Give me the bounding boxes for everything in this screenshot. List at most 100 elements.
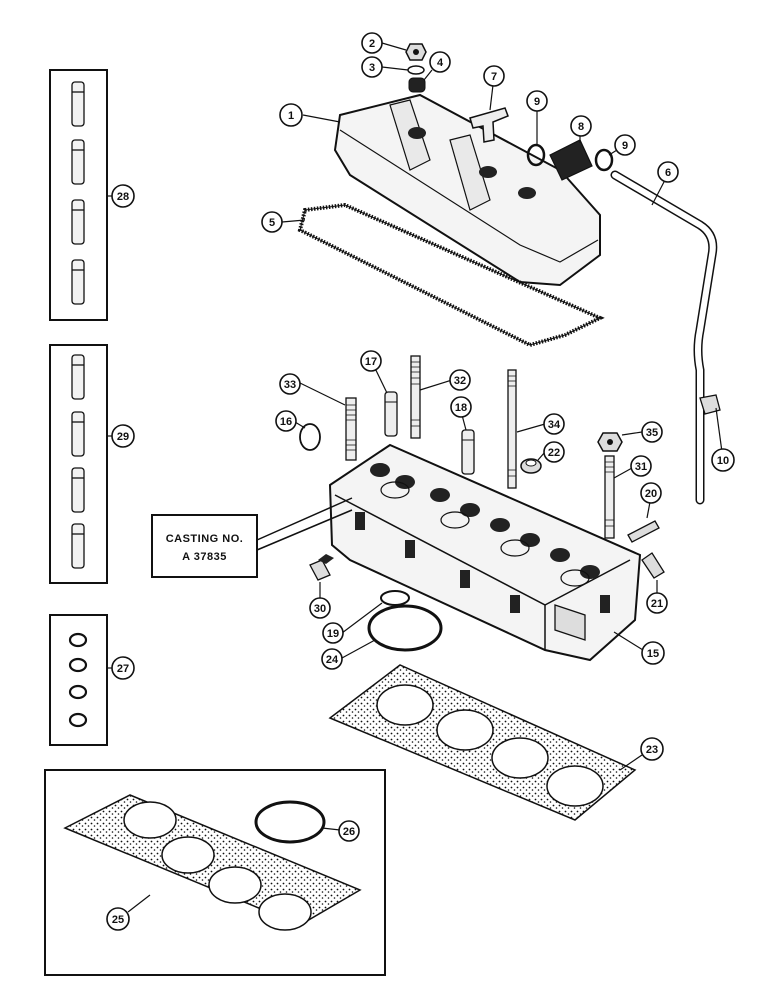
- svg-text:30: 30: [314, 603, 326, 615]
- stud-34: [507, 369, 517, 489]
- casting-number-label: CASTING NO. A 37835: [151, 514, 258, 578]
- breather-tube-6: [610, 170, 718, 505]
- callout-1: 1: [279, 103, 303, 127]
- head-gasket-23: [328, 664, 637, 821]
- callout-2: 2: [361, 32, 383, 54]
- svg-text:9: 9: [622, 140, 628, 152]
- hose-clamp-9b: [594, 148, 614, 172]
- valve-cover-1: [333, 93, 601, 287]
- svg-text:31: 31: [635, 461, 647, 473]
- seal-ring-19: [380, 590, 410, 606]
- callout-19: 19: [322, 622, 344, 644]
- callout-32: 32: [449, 369, 471, 391]
- svg-text:34: 34: [548, 419, 561, 431]
- callout-15: 15: [641, 641, 665, 665]
- nut-2: [405, 43, 427, 61]
- callout-23: 23: [640, 737, 664, 761]
- o-ring-16: [299, 423, 321, 451]
- breather-tee-7: [469, 107, 509, 143]
- valve-seal-set-27: [68, 632, 88, 728]
- callout-29: 29: [111, 424, 135, 448]
- callout-8: 8: [570, 115, 592, 137]
- svg-text:8: 8: [578, 121, 584, 133]
- seal-22: [520, 458, 542, 474]
- breather-hose-8: [549, 139, 593, 181]
- callouts: 1 2 3 4 5 6 7 8 9 9 10 15 16 17 18 19 20…: [106, 32, 735, 931]
- svg-text:33: 33: [284, 379, 296, 391]
- svg-text:15: 15: [647, 648, 659, 660]
- svg-text:4: 4: [437, 57, 444, 69]
- svg-text:5: 5: [269, 217, 275, 229]
- callout-20: 20: [640, 482, 662, 504]
- callout-25: 25: [106, 907, 130, 931]
- valve-guide-set-29: [71, 354, 85, 569]
- inset-box-27: [49, 614, 108, 746]
- svg-text:25: 25: [112, 914, 124, 926]
- callout-3: 3: [361, 56, 383, 78]
- valve-guide-18: [461, 429, 475, 475]
- stud-21: [641, 552, 665, 579]
- o-ring-24: [367, 604, 443, 652]
- valve-guide-17: [384, 391, 398, 437]
- svg-text:7: 7: [491, 71, 497, 83]
- svg-text:35: 35: [646, 427, 658, 439]
- valve-guide-set-28: [71, 81, 85, 305]
- svg-text:2: 2: [369, 38, 375, 50]
- callout-34: 34: [543, 413, 565, 435]
- callout-24: 24: [321, 648, 343, 670]
- cylinder-head-15: [328, 443, 642, 662]
- svg-text:6: 6: [665, 167, 671, 179]
- callout-9a: 9: [526, 90, 548, 112]
- o-ring-26: [254, 800, 326, 844]
- cover-gasket-5: [297, 202, 605, 348]
- grommet-4: [408, 77, 426, 93]
- hose-clamp-9a: [526, 143, 546, 167]
- inset-box-28: [49, 69, 108, 321]
- inset-box-29: [49, 344, 108, 584]
- callout-9b: 9: [614, 134, 636, 156]
- stud-31: [604, 455, 615, 539]
- svg-text:21: 21: [651, 598, 663, 610]
- svg-text:10: 10: [717, 455, 729, 467]
- callout-33: 33: [279, 373, 301, 395]
- callout-21: 21: [646, 592, 668, 614]
- svg-text:22: 22: [548, 447, 560, 459]
- svg-text:24: 24: [326, 654, 339, 666]
- svg-text:18: 18: [455, 402, 467, 414]
- stud-20: [627, 520, 660, 543]
- svg-text:19: 19: [327, 628, 339, 640]
- svg-text:9: 9: [534, 96, 540, 108]
- svg-text:17: 17: [365, 356, 377, 368]
- callout-31: 31: [630, 455, 652, 477]
- callout-17: 17: [360, 350, 382, 372]
- stud-33: [345, 397, 357, 461]
- svg-text:23: 23: [646, 744, 658, 756]
- inset-box-gasket-kit: [44, 769, 386, 976]
- washer-3: [407, 65, 425, 75]
- nut-35: [597, 432, 623, 452]
- casting-label-line2: A 37835: [182, 551, 227, 563]
- svg-text:20: 20: [645, 488, 657, 500]
- callout-30: 30: [309, 597, 331, 619]
- svg-text:16: 16: [280, 416, 292, 428]
- callout-5: 5: [261, 211, 283, 233]
- svg-text:27: 27: [117, 663, 129, 675]
- casting-label-line1: CASTING NO.: [166, 533, 244, 545]
- callout-22: 22: [543, 441, 565, 463]
- callout-16: 16: [275, 410, 297, 432]
- callout-35: 35: [641, 421, 663, 443]
- svg-text:1: 1: [288, 110, 294, 122]
- callout-28: 28: [111, 184, 135, 208]
- stud-32: [410, 355, 421, 439]
- svg-text:29: 29: [117, 431, 129, 443]
- temp-sender-30: [309, 554, 334, 581]
- callout-7: 7: [483, 65, 505, 87]
- callout-27: 27: [111, 656, 135, 680]
- callout-4: 4: [429, 51, 451, 73]
- callout-18: 18: [450, 396, 472, 418]
- callout-26: 26: [338, 820, 360, 842]
- svg-text:26: 26: [343, 826, 355, 838]
- svg-text:28: 28: [117, 191, 129, 203]
